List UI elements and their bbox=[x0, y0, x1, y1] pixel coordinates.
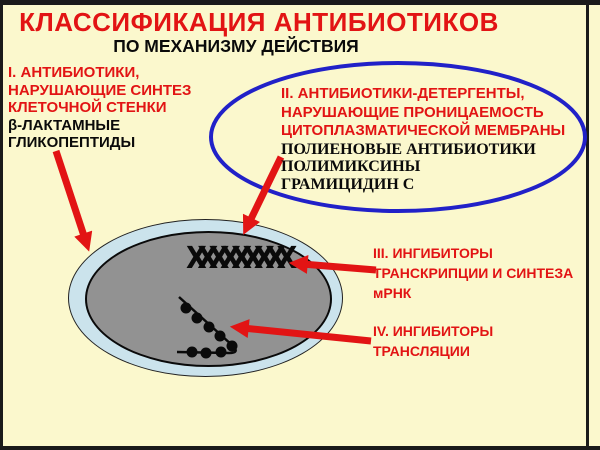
page-title: КЛАССИФИКАЦИЯ АНТИБИОТИКОВ bbox=[19, 7, 499, 37]
page-subtitle: ПО МЕХАНИЗМУ ДЕЙСТВИЯ bbox=[113, 36, 359, 56]
frame-left-line bbox=[0, 0, 3, 450]
text-line: I. АНТИБИОТИКИ, bbox=[8, 64, 140, 81]
text-line: ПОЛИМИКСИНЫ bbox=[281, 158, 421, 175]
polypeptide-chain-icon bbox=[176, 296, 238, 359]
group2-oval-outline bbox=[209, 61, 587, 213]
block-4-translation-inhibitors: IV. ИНГИБИТОРЫ ТРАНСЛЯЦИИ bbox=[373, 321, 493, 361]
text-line: мРНК bbox=[373, 285, 412, 301]
dna-squiggle-icon: XXXXXXXXX bbox=[186, 241, 297, 276]
text-line: ПОЛИЕНОВЫЕ АНТИБИОТИКИ bbox=[281, 140, 536, 158]
arrow-group2-to-membrane-icon bbox=[242, 155, 285, 235]
arrow-group1-to-cell-wall-icon bbox=[52, 149, 93, 252]
text-line: β-ЛАКТАМНЫЕ bbox=[8, 116, 121, 134]
block-1-cell-wall-synthesis: I. АНТИБИОТИКИ, НАРУШАЮЩИЕ СИНТЕЗ КЛЕТОЧ… bbox=[8, 64, 191, 152]
text-line: II. АНТИБИОТИКИ-ДЕТЕРГЕНТЫ, bbox=[281, 85, 525, 102]
block-2-detergent-antibiotics: II. АНТИБИОТИКИ-ДЕТЕРГЕНТЫ, НАРУШАЮЩИЕ П… bbox=[281, 85, 565, 193]
arrow-group4-to-chain-icon bbox=[229, 319, 372, 345]
text-line: ЦИТОПЛАЗМАТИЧЕСКОЙ МЕМБРАНЫ bbox=[281, 122, 566, 139]
text-line: КЛЕТОЧНОЙ СТЕНКИ bbox=[8, 99, 167, 116]
text-line: ТРАНСЛЯЦИИ bbox=[373, 343, 470, 359]
text-line: НАРУШАЮЩИЕ СИНТЕЗ bbox=[8, 81, 192, 99]
text-line: IV. ИНГИБИТОРЫ bbox=[373, 323, 494, 339]
arrow-group3-to-dna-icon bbox=[288, 255, 377, 274]
frame-bottom-line bbox=[0, 446, 600, 450]
text-line: ГЛИКОПЕПТИДЫ bbox=[8, 134, 136, 151]
text-line: ТРАНСКРИПЦИИ И СИНТЕЗА bbox=[373, 265, 574, 281]
text-line: НАРУШАЮЩИЕ ПРОНИЦАЕМОСТЬ bbox=[281, 103, 544, 121]
frame-top-bar bbox=[0, 0, 600, 5]
block-3-transcription-inhibitors: III. ИНГИБИТОРЫ ТРАНСКРИПЦИИ И СИНТЕЗА м… bbox=[373, 243, 573, 303]
text-line: ГРАМИЦИДИН С bbox=[281, 175, 415, 193]
text-line: III. ИНГИБИТОРЫ bbox=[373, 245, 493, 261]
cytoplasm-ellipse bbox=[85, 231, 332, 367]
frame-right-line bbox=[586, 5, 589, 448]
